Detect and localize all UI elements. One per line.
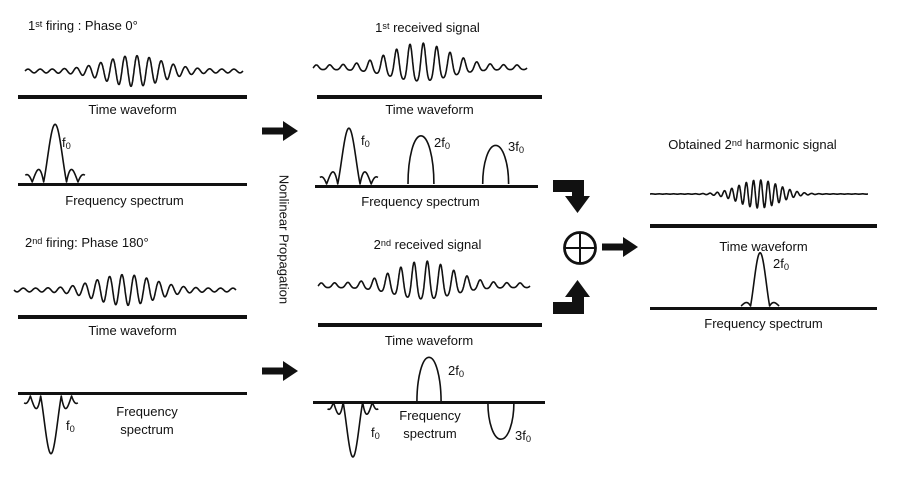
- harmonic-frequency-spectrum-label: Frequency spectrum: [704, 316, 823, 331]
- received2-frequency-spectrum-label: Frequency spectrum: [375, 407, 485, 443]
- received1-3f0-label: 3f0: [508, 139, 525, 155]
- received2-2f0-label: 2f0: [448, 363, 465, 379]
- firing1-frequency-axis: [18, 183, 247, 186]
- received1-time-waveform-plot: [312, 42, 528, 82]
- nonlinear-arrow-bottom-icon: [262, 361, 298, 381]
- received1-frequency-axis: [315, 185, 538, 188]
- harmonic-time-axis: [650, 224, 877, 228]
- sum-input-arrow-top-icon: [553, 180, 590, 213]
- harmonic-2f0-label: 2f0: [773, 256, 790, 272]
- firing2-frequency-axis: [18, 392, 247, 395]
- firing2-time-waveform-plot: [13, 273, 237, 307]
- sum-input-arrow-bottom-icon: [553, 280, 590, 314]
- received2-time-waveform-label: Time waveform: [384, 333, 474, 348]
- received2-time-waveform-plot: [317, 260, 531, 300]
- received1-frequency-spectrum-label: Frequency spectrum: [361, 194, 480, 209]
- harmonic-frequency-axis: [650, 307, 877, 310]
- firing2-f0-label: f0: [66, 418, 75, 434]
- frequency-word: Frequency: [116, 404, 178, 419]
- spectrum-word: spectrum: [120, 422, 174, 437]
- firing2-frequency-spectrum-plot: [23, 395, 79, 455]
- harmonic-frequency-spectrum-plot: [740, 251, 780, 307]
- firing1-title: 1st firing : Phase 0°: [28, 18, 138, 33]
- received1-frequency-spectrum-plot: [319, 127, 510, 185]
- harmonic-time-waveform-label: Time waveform: [719, 239, 808, 254]
- summation-icon: [563, 231, 597, 265]
- firing2-frequency-spectrum-label: Frequency spectrum: [92, 403, 202, 439]
- nonlinear-arrow-top-icon: [262, 121, 298, 141]
- received2-title: 2nd received signal: [373, 237, 482, 252]
- frequency-word: Frequency: [399, 408, 461, 423]
- firing1-frequency-spectrum-plot: [24, 123, 86, 183]
- received2-frequency-spectrum-plot: [326, 356, 515, 458]
- received1-title: 1st received signal: [375, 20, 480, 35]
- received2-3f0-label: 3f0: [515, 428, 532, 444]
- received2-time-axis: [318, 323, 542, 327]
- firing2-title: 2nd firing: Phase 180°: [25, 235, 149, 250]
- spectrum-word: spectrum: [403, 426, 457, 441]
- firing1-time-waveform-plot: [24, 54, 244, 88]
- harmonic-time-waveform-plot: [649, 179, 869, 209]
- nonlinear-propagation-label: Nonlinear Propagation: [276, 174, 292, 305]
- received1-f0-label: f0: [361, 133, 370, 149]
- received1-2f0-label: 2f0: [434, 135, 451, 151]
- received2-f0-label: f0: [371, 425, 380, 441]
- firing2-time-axis: [18, 315, 247, 319]
- received2-frequency-axis: [313, 401, 545, 404]
- firing2-time-waveform-label: Time waveform: [88, 323, 177, 338]
- firing1-frequency-spectrum-label: Frequency spectrum: [65, 193, 184, 208]
- received1-time-axis: [317, 95, 542, 99]
- firing1-time-waveform-label: Time waveform: [88, 102, 177, 117]
- firing1-time-axis: [18, 95, 247, 99]
- harmonic-title: Obtained 2nd harmonic signal: [668, 137, 837, 152]
- received1-time-waveform-label: Time waveform: [385, 102, 474, 117]
- firing1-f0-label: f0: [62, 135, 71, 151]
- sum-output-arrow-icon: [602, 237, 638, 257]
